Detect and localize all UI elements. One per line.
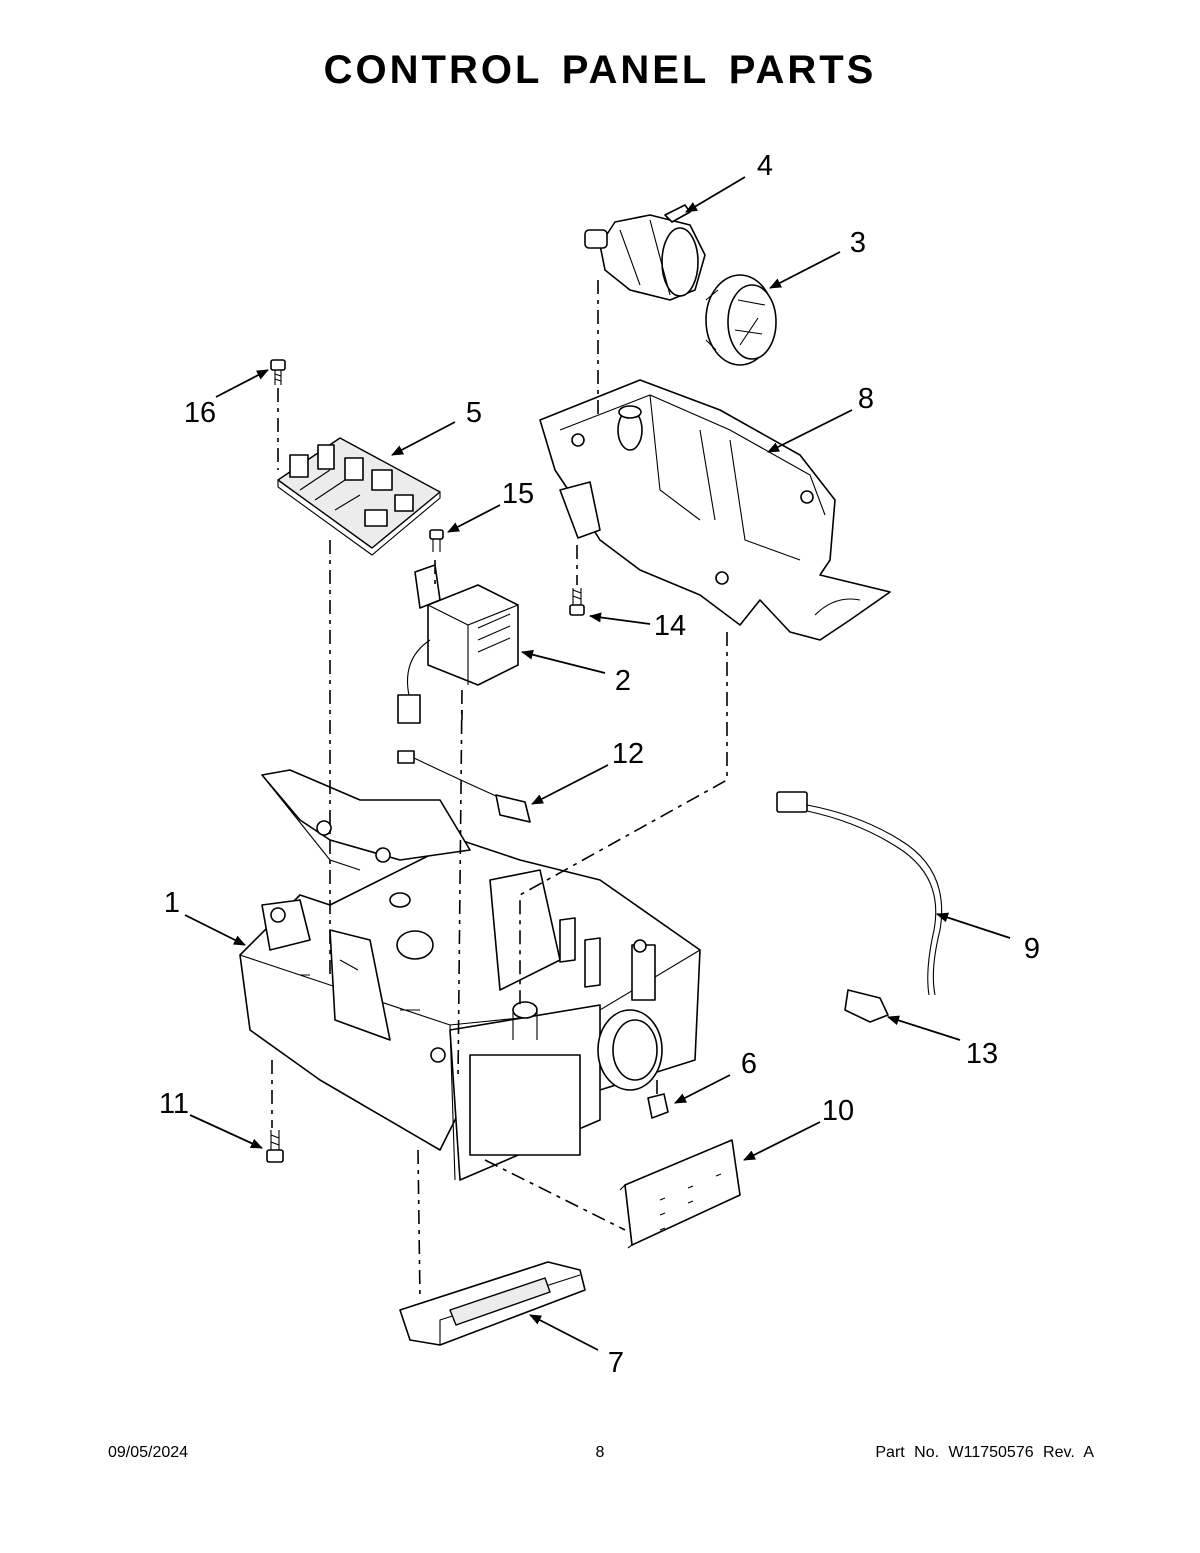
part-4-valve-body <box>584 204 706 301</box>
part-15-screw <box>429 529 444 552</box>
part-14-screw <box>569 588 585 616</box>
callout-7: 7 <box>608 1347 624 1379</box>
callout-15: 15 <box>502 478 534 510</box>
footer-date: 09/05/2024 <box>108 1444 189 1461</box>
callout-5: 5 <box>466 397 482 429</box>
footer-page-number: 8 <box>595 1444 605 1461</box>
part-7-lower-bezel <box>399 1261 586 1346</box>
leader-arrows <box>184 176 1011 1351</box>
callout-16: 16 <box>184 397 216 429</box>
part-9-power-cord <box>776 791 943 996</box>
page-title: CONTROL PANEL PARTS <box>323 48 877 92</box>
callout-9: 9 <box>1024 933 1040 965</box>
part-13-clip <box>844 989 889 1023</box>
callout-4: 4 <box>757 150 773 182</box>
part-6-switch <box>647 1093 669 1119</box>
part-16-screw <box>270 359 286 385</box>
callout-2: 2 <box>615 665 631 697</box>
part-3-valve-cap <box>705 274 777 366</box>
callout-1: 1 <box>164 887 180 919</box>
callout-labels: 1 2 3 4 5 6 7 8 9 10 11 12 13 14 15 16 <box>159 150 1040 1379</box>
callout-14: 14 <box>654 610 686 642</box>
part-2-transformer <box>397 564 519 724</box>
callout-3: 3 <box>850 227 866 259</box>
part-5-control-board <box>277 437 441 556</box>
callout-12: 12 <box>612 738 644 770</box>
callout-8: 8 <box>858 383 874 415</box>
part-8-upper-housing <box>539 379 891 641</box>
footer-part-number: Part No. W11750576 Rev. A <box>875 1444 1094 1461</box>
part-10-cover-plate <box>619 1139 741 1249</box>
assembly-lines <box>271 280 728 1301</box>
part-1-main-housing <box>239 769 701 1181</box>
callout-6: 6 <box>741 1048 757 1080</box>
callout-10: 10 <box>822 1095 854 1127</box>
part-11-screw <box>266 1130 284 1163</box>
part-12-wire-harness <box>397 750 531 823</box>
callout-11: 11 <box>159 1088 189 1120</box>
callout-13: 13 <box>966 1038 998 1070</box>
